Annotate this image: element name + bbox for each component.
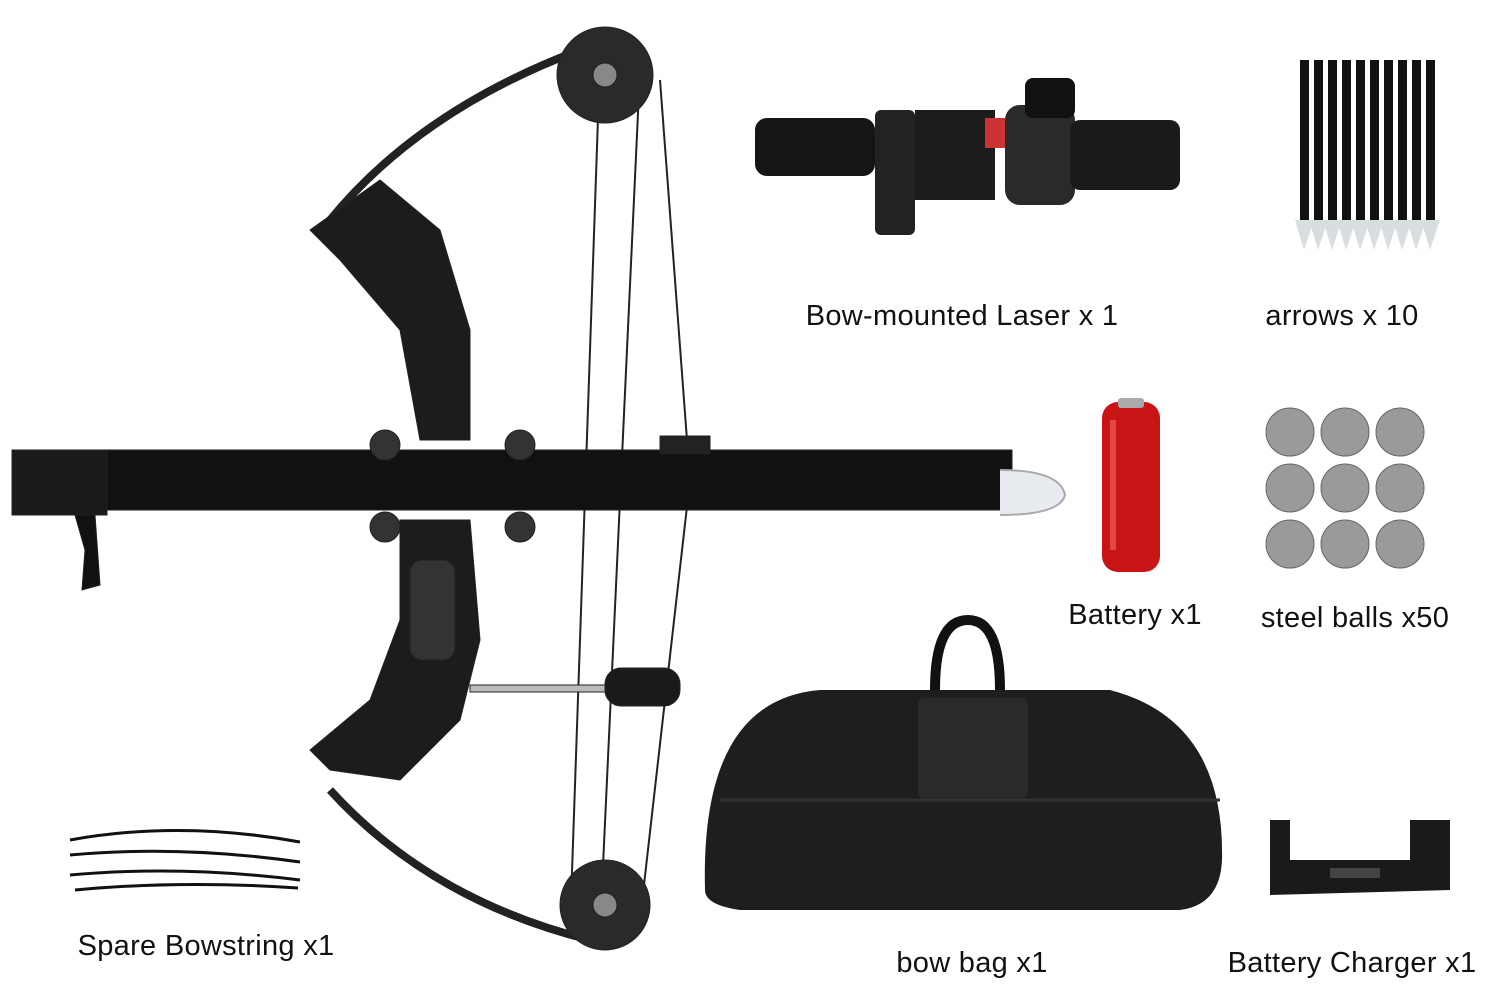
arrow-shaft [1356, 60, 1365, 220]
arrows [1295, 60, 1440, 250]
grip [409, 559, 456, 661]
bow-bag [704, 614, 1223, 910]
arrow-shaft [1342, 60, 1351, 220]
arrow-tip [1295, 220, 1314, 250]
label-spare-bowstring: Spare Bowstring x1 [77, 930, 335, 962]
arrow-tip [1407, 220, 1426, 250]
arrow-tip [1351, 220, 1370, 250]
arrow-tip [1421, 220, 1440, 250]
arrow-tip [1393, 220, 1412, 250]
compound-bow [11, 26, 1067, 951]
arrow-shaft [1328, 60, 1337, 220]
label-battery-charger: Battery Charger x1 [1227, 947, 1477, 979]
battery-charger [1270, 820, 1450, 895]
steel-ball [1320, 463, 1370, 513]
label-laser: Bow-mounted Laser x 1 [805, 300, 1119, 332]
label-battery: Battery x1 [1068, 599, 1202, 631]
label-bow-bag: bow bag x1 [896, 947, 1048, 979]
arrow-tip [1337, 220, 1356, 250]
steel-ball [1265, 519, 1315, 569]
arrow-shaft [1384, 60, 1393, 220]
arrow-tip [1309, 220, 1328, 250]
arrow-shaft [1398, 60, 1407, 220]
arrow-tip [1365, 220, 1384, 250]
steel-ball [1375, 463, 1425, 513]
steel-ball [1320, 407, 1370, 457]
label-arrows: arrows x 10 [1265, 300, 1419, 332]
steel-ball [1320, 519, 1370, 569]
label-steel-balls: steel balls x50 [1260, 602, 1450, 634]
spare-bowstring [69, 829, 301, 892]
battery [1102, 398, 1160, 572]
steel-ball [1375, 407, 1425, 457]
steel-ball [1265, 463, 1315, 513]
steel-ball [1265, 407, 1315, 457]
laser-sight [755, 78, 1180, 235]
arrow-shaft [1370, 60, 1379, 220]
arrow-shaft [1314, 60, 1323, 220]
arrow-shaft [1412, 60, 1421, 220]
arrow-tip [1379, 220, 1398, 250]
arrow-shaft [1300, 60, 1309, 220]
arrow-tip [1323, 220, 1342, 250]
steel-balls [1265, 407, 1425, 569]
arrow-shaft [1426, 60, 1435, 220]
steel-ball [1375, 519, 1425, 569]
